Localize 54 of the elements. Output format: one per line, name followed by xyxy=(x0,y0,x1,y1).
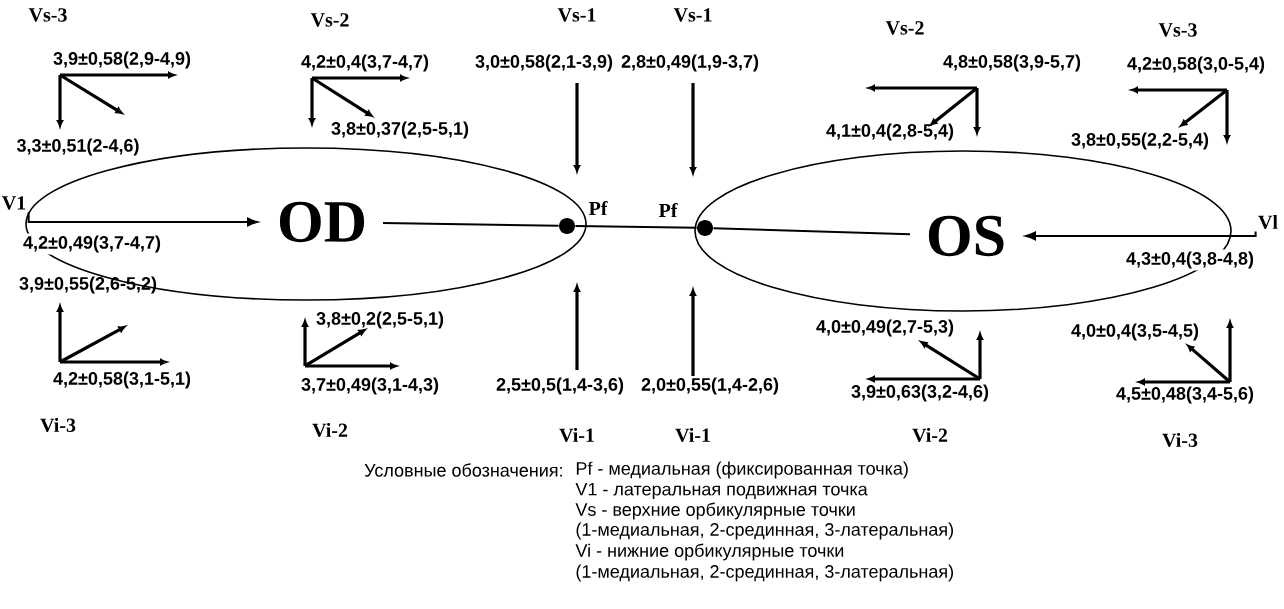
measurement-label: 4,0±0,49(2,7-5,3) xyxy=(816,319,954,337)
point-label: Vi-1 xyxy=(559,427,594,443)
measurement-label: 3,9±0,58(2,9-4,9) xyxy=(53,51,191,69)
measurement-label: 4,3±0,4(3,8-4,8) xyxy=(1124,249,1256,271)
legend-text: (1-медиальная, 2-срединная, 3-латеральная) xyxy=(576,564,953,582)
measurement-label: 4,2±0,58(3,0-5,4) xyxy=(1127,56,1265,74)
measurement-label: 2,0±0,55(1,4-2,6) xyxy=(641,377,779,395)
point-label: Vi-2 xyxy=(312,422,348,438)
legend-text: V1 - латеральная подвижная точка xyxy=(575,482,868,500)
legend-text: Pf - медиальная (фиксированная точка) xyxy=(576,461,908,479)
measurement-label: 3,7±0,49(3,1-4,3) xyxy=(301,377,439,395)
point-label: Vi-3 xyxy=(40,417,76,433)
connector-line xyxy=(1025,230,1257,241)
eye-label: OD xyxy=(279,201,365,243)
point-label: Vi-1 xyxy=(675,427,710,443)
point-label: Vl xyxy=(1258,214,1278,230)
measurement-label: 4,2±0,4(3,7-4,7) xyxy=(301,54,429,72)
measurement-label: 4,2±0,49(3,7-4,7) xyxy=(21,233,163,255)
point-label: Vi-2 xyxy=(912,427,948,443)
point-label: Vs-3 xyxy=(28,8,67,22)
point-label: Pf xyxy=(588,200,608,216)
measurement-label: 3,8±0,2(2,5-5,1) xyxy=(316,311,444,329)
connector-line xyxy=(382,222,560,227)
legend-text: (1-медиальная, 2-срединная, 3-латеральная) xyxy=(576,522,953,540)
connector-line xyxy=(712,227,911,236)
point-label: Vs-2 xyxy=(885,21,924,35)
measurement-label: 4,2±0,58(3,1-5,1) xyxy=(53,371,191,389)
measurement-label: 2,8±0,49(1,9-3,7) xyxy=(621,54,759,72)
legend-text: Условные обозначения: xyxy=(364,463,562,477)
measurement-label: 4,8±0,58(3,9-5,7) xyxy=(943,54,1081,72)
legend-text: Vi - нижние орбикулярные точки xyxy=(575,543,844,561)
measurement-label: 3,8±0,55(2,2-5,4) xyxy=(1071,132,1209,150)
measurement-label: 2,5±0,5(1,4-3,6) xyxy=(496,377,624,395)
point-label: V1 xyxy=(2,196,26,210)
measurement-label: 3,3±0,51(2-4,6) xyxy=(16,138,139,156)
legend-text: Vs - верхние орбикулярные точки xyxy=(575,502,855,520)
measurement-label: 4,1±0,4(2,8-5,4) xyxy=(826,123,954,141)
point-label: Vs-1 xyxy=(673,8,712,22)
point-label: Vi-3 xyxy=(1162,432,1198,448)
point-label: Pf xyxy=(658,202,678,218)
point-label: Vs-3 xyxy=(1158,23,1197,37)
eye-label: OS xyxy=(928,215,1004,257)
point-label: Vs-1 xyxy=(557,8,596,22)
measurement-label: 4,5±0,48(3,4-5,6) xyxy=(1116,386,1254,404)
measurement-label: 4,0±0,4(3,5-4,5) xyxy=(1071,323,1199,341)
point-label: Vs-2 xyxy=(310,13,349,27)
connector-line xyxy=(574,225,698,229)
measurement-label: 3,9±0,63(3,2-4,6) xyxy=(851,384,989,402)
measurement-label: 3,8±0,37(2,5-5,1) xyxy=(331,121,469,139)
measurement-label: 3,9±0,55(2,6-5,2) xyxy=(19,276,157,294)
connector-line xyxy=(27,211,258,227)
point-dot xyxy=(697,220,713,236)
point-dot xyxy=(559,218,575,234)
measurement-label: 3,0±0,58(2,1-3,9) xyxy=(475,54,613,72)
